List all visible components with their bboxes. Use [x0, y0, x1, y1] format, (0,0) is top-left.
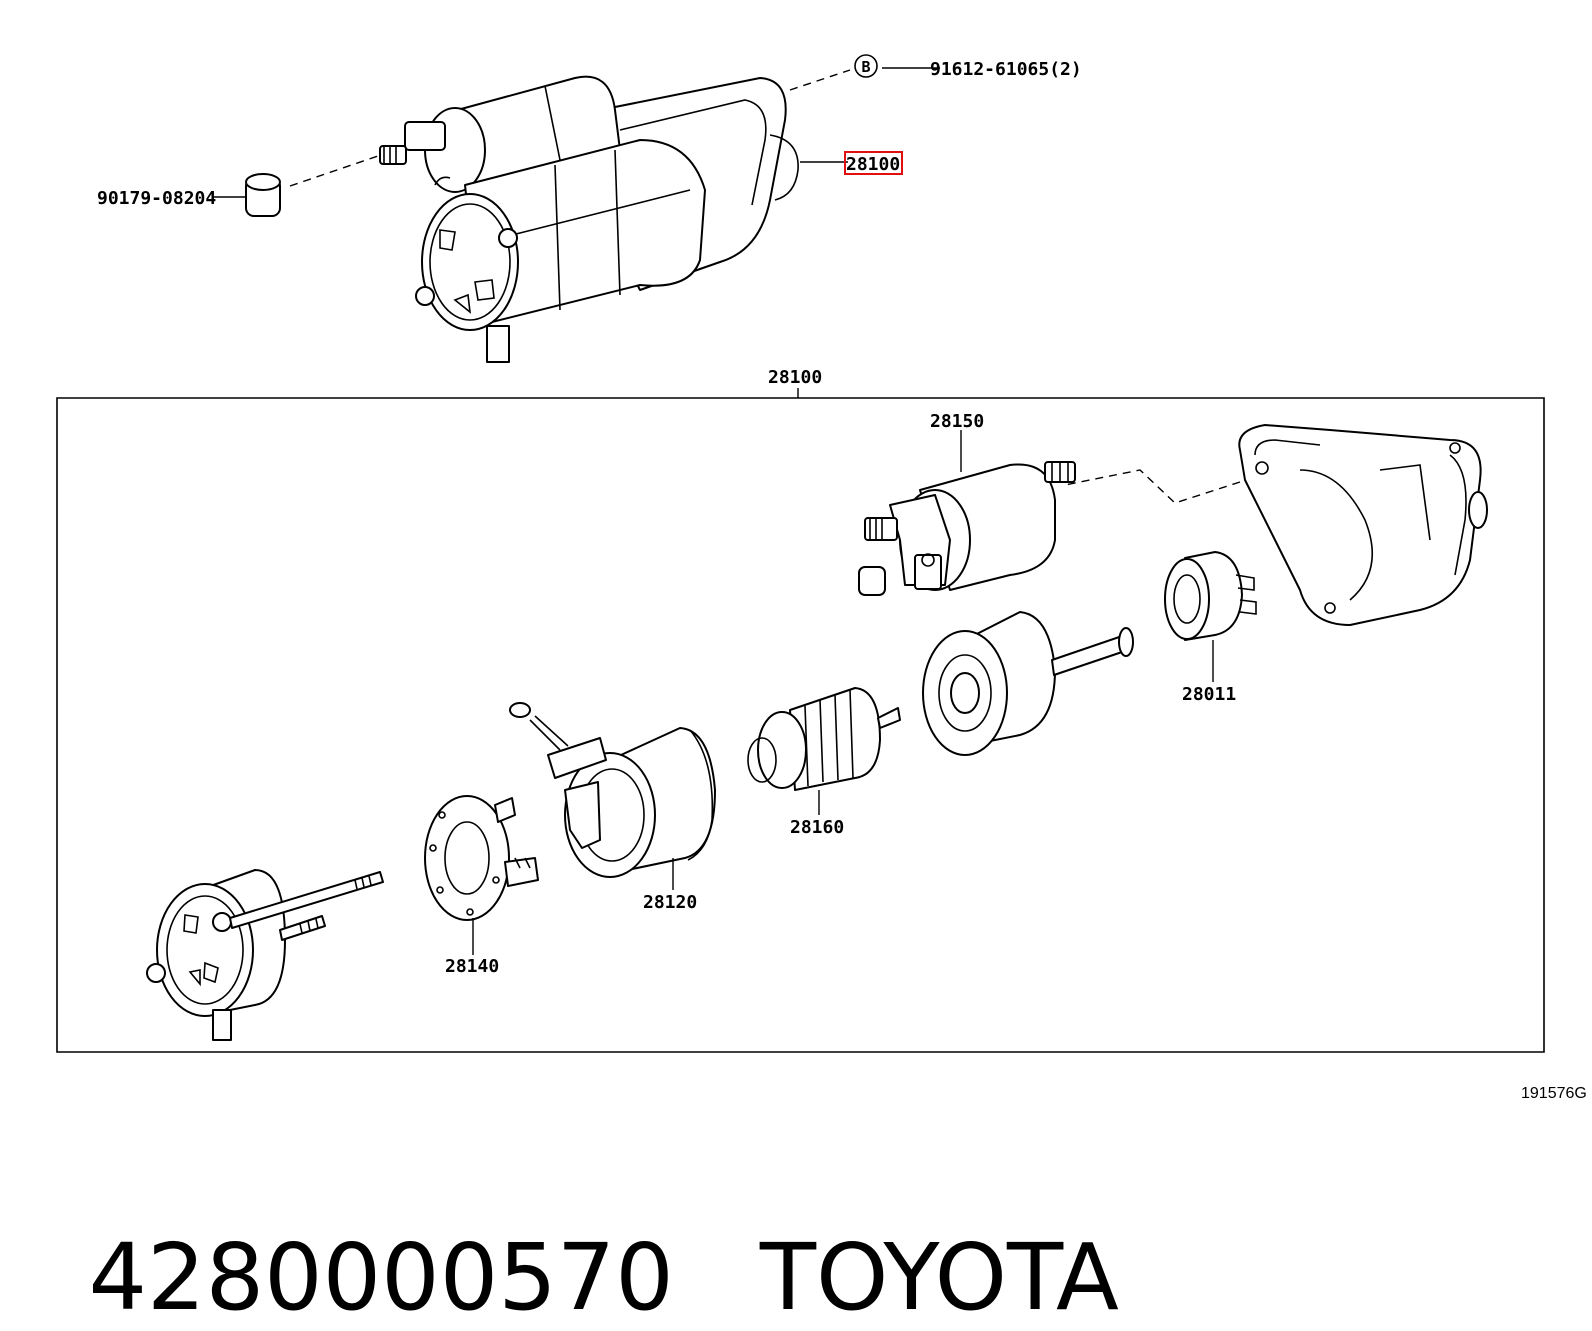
- label-nut: 90179-08204: [97, 188, 216, 209]
- drawing-code: 191576G: [1521, 1085, 1587, 1102]
- label-assy-group: 28100: [768, 367, 822, 388]
- nut-90179-drawing: [246, 174, 280, 216]
- brand-name: TOYOTA: [759, 1224, 1119, 1331]
- starter-assembly-drawing: [380, 77, 798, 362]
- callout-b-circle: [855, 55, 877, 77]
- drive-housing-drawing: [1239, 425, 1487, 625]
- brush-holder-drawing: [425, 796, 538, 920]
- yoke-drawing: [510, 703, 715, 877]
- exploded-view-frame: [57, 398, 1544, 1052]
- solenoid-drawing: [865, 462, 1075, 590]
- label-armature: 28160: [790, 817, 844, 838]
- center-bearing-drawing: [923, 612, 1133, 755]
- end-frame-drawing: [147, 870, 383, 1040]
- label-solenoid: 28150: [930, 411, 984, 432]
- label-clutch: 28011: [1182, 684, 1236, 705]
- callout-b-symbol: B: [861, 58, 870, 76]
- label-yoke: 28120: [643, 892, 697, 913]
- part-number: 4280000570: [88, 1224, 674, 1331]
- label-brush-holder: 28140: [445, 956, 499, 977]
- part-title: 4280000570 TOYOTA: [30, 1140, 1120, 1331]
- armature-drawing: [748, 688, 900, 790]
- clutch-drawing: [1165, 552, 1256, 640]
- highlight-box: [845, 152, 902, 174]
- label-bolt: 91612-61065(2): [930, 59, 1082, 80]
- solenoid-nut-drawing: [859, 567, 885, 595]
- label-starter-assy[interactable]: 28100: [846, 154, 900, 175]
